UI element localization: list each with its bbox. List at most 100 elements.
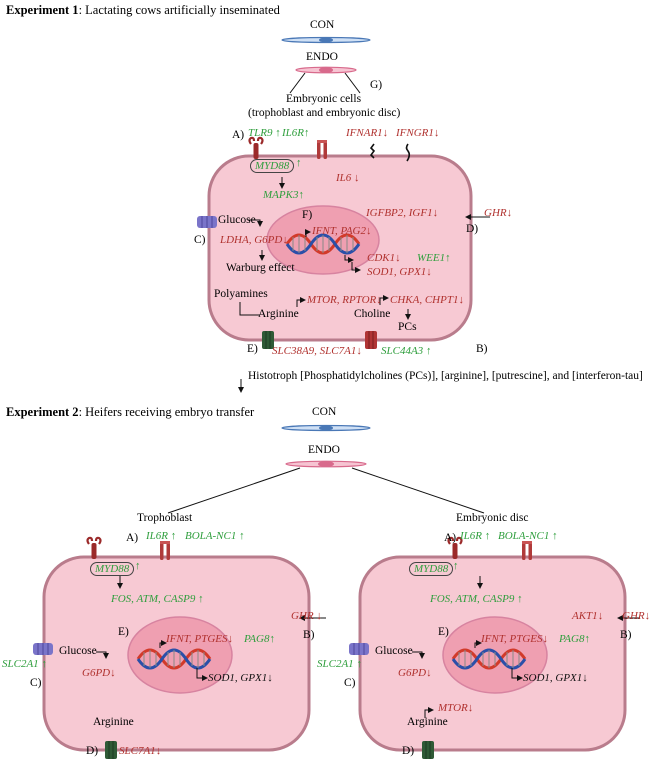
- slc44a3-transporter-icon: [364, 330, 378, 350]
- igfbp2-igf1-label: IGFBP2, IGF1↓: [366, 207, 439, 219]
- right-ghr-label: GHR↓: [622, 610, 650, 622]
- sod1-gpx1-label: SOD1, GPX1↓: [367, 266, 432, 278]
- right-arginine-label: Arginine: [407, 716, 448, 728]
- left-ifnt-ptges-label: IFNT, PTGES↓: [166, 633, 234, 645]
- left-d-label: D): [86, 745, 99, 757]
- left-slc7a1-label: SLC7A1↓: [119, 745, 162, 757]
- exp1-title-rest: : Lactating cows artificially inseminate…: [78, 3, 280, 17]
- il6-label: IL6 ↓: [336, 172, 360, 184]
- right-d-label: D): [402, 745, 415, 757]
- left-glucose-label: Glucose: [59, 645, 97, 657]
- left-e-label: E): [118, 626, 129, 638]
- myd88-up-arrow: ↑: [296, 157, 302, 169]
- slc-transporter-icon-right: [421, 740, 435, 760]
- right-bola-label: BOLA-NC1 ↑: [498, 530, 558, 542]
- ghr-label: GHR↓: [484, 207, 513, 219]
- trophoblast-label: Trophoblast: [137, 512, 193, 524]
- right-akt1-label: AKT1↓: [572, 610, 604, 622]
- glucose-transporter-icon-right: [348, 642, 370, 656]
- slc44a3-label: SLC44A3 ↑: [381, 345, 432, 357]
- choline-label: Choline: [354, 308, 391, 320]
- e-label: E): [247, 343, 258, 355]
- right-a-label: A): [444, 532, 457, 544]
- chka-chpt1-label: CHKA, CHPT1↓: [390, 294, 464, 306]
- slc7a1-transporter-icon: [104, 740, 118, 760]
- left-a-label: A): [126, 532, 139, 544]
- mapk3-label: MAPK3↑: [263, 189, 304, 201]
- left-pag8-label: PAG8↑: [244, 633, 275, 645]
- g-label: G): [370, 79, 383, 91]
- glucose-transporter-icon: [196, 215, 218, 229]
- left-bola-label: BOLA-NC1 ↑: [185, 530, 245, 542]
- right-slc2a1-label: SLC2A1 ↑: [317, 658, 362, 670]
- right-il6r-label: IL6R ↑: [460, 530, 491, 542]
- left-il6r-label: IL6R ↑: [146, 530, 177, 542]
- right-c-label: C): [344, 677, 356, 689]
- arginine-label: Arginine: [258, 308, 299, 320]
- d-label: D): [466, 223, 479, 235]
- exp2-title-rest: : Heifers receiving embryo transfer: [78, 405, 255, 419]
- ifnar1-receptor-icon: [369, 143, 376, 159]
- endo-label-2: ENDO: [308, 444, 340, 456]
- glucose-label: Glucose: [218, 214, 256, 226]
- il6r-label: IL6R↑: [282, 127, 310, 139]
- right-g6pd-label: G6PD↓: [398, 667, 432, 679]
- pcs-label: PCs: [398, 321, 417, 333]
- b-label: B): [476, 343, 488, 355]
- left-c-label: C): [30, 677, 42, 689]
- mtor-rptor-label: MTOR, RPTOR↓: [307, 294, 382, 306]
- left-b-label: B): [303, 629, 315, 641]
- left-slc2a1-label: SLC2A1 ↑: [2, 658, 47, 670]
- right-sod1-gpx1-label: SOD1, GPX1↓: [523, 672, 588, 684]
- embryonic-disc-label: Embryonic disc: [456, 512, 529, 524]
- ldha-g6pd-label: LDHA, G6PD↓: [220, 234, 288, 246]
- left-myd88-label: MYD88: [90, 562, 135, 576]
- endo-embryo-icon: [295, 66, 357, 74]
- ifngr1-label: IFNGR1↓: [396, 127, 440, 139]
- con-label: CON: [310, 19, 335, 31]
- left-arginine-label: Arginine: [93, 716, 134, 728]
- con-label-2: CON: [312, 406, 337, 418]
- slc38a9-slc7a1-label: SLC38A9, SLC7A1↓: [272, 345, 362, 357]
- ifnt-pag2-label: IFNT, PAG2↓: [312, 225, 372, 237]
- myd88-label: MYD88: [250, 159, 295, 173]
- right-mtor-label: MTOR↓: [438, 702, 474, 714]
- warburg-label: Warburg effect: [226, 262, 295, 274]
- c-label: C): [194, 234, 206, 246]
- embryonic-cells-sub: (trophoblast and embryonic disc): [248, 107, 401, 119]
- histotroph-label: Histotroph [Phosphatidylcholines (PCs)],…: [248, 370, 643, 382]
- embryonic-cells-label: Embryonic cells: [286, 93, 362, 105]
- right-b-label: B): [620, 629, 632, 641]
- ifngr1-receptor-icon: [405, 143, 411, 162]
- left-fos-label: FOS, ATM, CASP9 ↑: [111, 593, 204, 605]
- glucose-transporter-icon-left: [32, 642, 54, 656]
- con-embryo-icon: [281, 36, 371, 44]
- right-fos-label: FOS, ATM, CASP9 ↑: [430, 593, 523, 605]
- f-label: F): [302, 209, 313, 221]
- left-myd88-up: ↑: [135, 560, 141, 572]
- exp2-title: Experiment 2: Heifers receiving embryo t…: [6, 405, 254, 420]
- ifnar1-label: IFNAR1↓: [346, 127, 389, 139]
- endo-embryo-icon-2: [285, 460, 367, 468]
- right-myd88-label: MYD88: [409, 562, 454, 576]
- cdk1-label: CDK1↓: [367, 252, 401, 264]
- right-myd88-up: ↑: [453, 560, 459, 572]
- left-sod1-gpx1-label: SOD1, GPX1↓: [208, 672, 273, 684]
- left-ghr-label: GHR ↓: [291, 610, 322, 622]
- polyamines-label: Polyamines: [214, 288, 268, 300]
- left-g6pd-label: G6PD↓: [82, 667, 116, 679]
- con-embryo-icon-2: [281, 424, 371, 432]
- right-pag8-label: PAG8↑: [559, 633, 590, 645]
- wee1-label: WEE1↑: [417, 252, 451, 264]
- tlr9-label: TLR9 ↑: [248, 127, 281, 139]
- exp2-title-bold: Experiment 2: [6, 405, 79, 419]
- a-label: A): [232, 129, 245, 141]
- right-ifnt-ptges-label: IFNT, PTGES↓: [481, 633, 549, 645]
- exp1-title-bold: Experiment 1: [6, 3, 79, 17]
- endo-label: ENDO: [306, 51, 338, 63]
- exp1-title: Experiment 1: Lactating cows artificiall…: [6, 3, 280, 18]
- right-e-label: E): [438, 626, 449, 638]
- right-glucose-label: Glucose: [375, 645, 413, 657]
